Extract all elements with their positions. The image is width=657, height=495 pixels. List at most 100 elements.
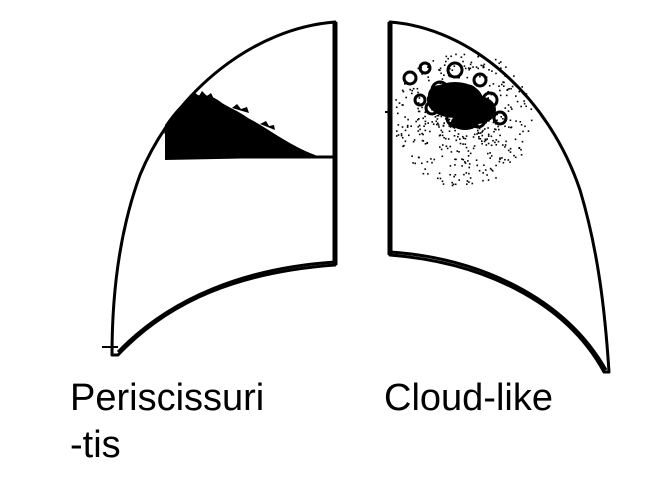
stipple-dot [519, 147, 521, 149]
stipple-dot [440, 178, 442, 180]
stipple-dot [402, 104, 404, 106]
stipple-dot [459, 123, 461, 125]
stipple-dot [422, 134, 424, 136]
stipple-dot [486, 138, 488, 140]
stipple-dot [450, 165, 452, 167]
stipple-dot [480, 138, 482, 140]
stipple-dot [496, 114, 498, 116]
stipple-dot [466, 118, 468, 120]
stipple-dot [482, 172, 484, 174]
stipple-dot [460, 143, 462, 145]
stipple-dot [452, 185, 454, 187]
stipple-dot [467, 160, 469, 162]
stipple-dot [395, 99, 397, 101]
stipple-dot [430, 99, 432, 101]
stipple-dot [425, 130, 427, 132]
stipple-dot [402, 146, 404, 148]
stipple-dot [440, 134, 442, 136]
stipple-dot [448, 99, 450, 101]
stipple-dot [494, 128, 496, 130]
stipple-dot [421, 104, 423, 106]
stipple-dot [519, 91, 521, 93]
stipple-dot [508, 88, 510, 90]
stipple-dot [419, 111, 421, 113]
stipple-dot [483, 112, 485, 114]
stipple-dot [424, 112, 426, 114]
stipple-dot [465, 138, 467, 140]
stipple-dot [456, 103, 458, 105]
stipple-dot [434, 159, 436, 161]
stipple-dot [470, 64, 472, 66]
stipple-dot [443, 74, 445, 76]
stipple-dot [495, 177, 497, 179]
stipple-dot [478, 55, 480, 57]
stipple-dot [468, 150, 470, 152]
stipple-dot [442, 78, 444, 80]
stipple-dot [496, 139, 498, 141]
stipple-dot [437, 178, 439, 180]
stipple-dot [498, 129, 500, 131]
stipple-dot [448, 75, 450, 77]
stipple-dot [443, 183, 445, 185]
stipple-dot [463, 159, 465, 161]
stipple-dot [465, 120, 467, 122]
stipple-dot [486, 76, 488, 78]
stipple-dot [435, 116, 437, 118]
stipple-dot [504, 159, 506, 161]
stipple-dot [481, 106, 483, 108]
stipple-dot [498, 141, 500, 143]
stipple-dot [461, 127, 463, 129]
stipple-dot [504, 126, 506, 128]
stipple-dot [431, 109, 433, 111]
stipple-dot [485, 169, 487, 171]
stipple-dot [480, 126, 482, 128]
stipple-dot [453, 116, 455, 118]
stipple-dot [495, 73, 497, 75]
stipple-dot [404, 116, 406, 118]
stipple-dot [434, 107, 436, 109]
stipple-dot [457, 150, 459, 152]
stipple-dot [461, 91, 463, 93]
stipple-dot [531, 108, 533, 110]
stipple-dot [515, 95, 517, 97]
stipple-dot [505, 107, 507, 109]
stipple-dot [407, 125, 409, 127]
stipple-dot [410, 125, 412, 127]
stipple-dot [479, 85, 481, 87]
left-lung [102, 22, 335, 355]
stipple-dot [425, 123, 427, 125]
stipple-dot [463, 174, 465, 176]
stipple-dot [402, 90, 404, 92]
stipple-dot [468, 173, 470, 175]
stipple-dot [461, 68, 463, 70]
stipple-dot [499, 90, 501, 92]
stipple-dot [450, 108, 452, 110]
stipple-dot [461, 95, 463, 97]
stipple-dot [512, 86, 514, 88]
stipple-dot [491, 155, 493, 157]
stipple-dot [445, 61, 447, 63]
stipple-dot [478, 136, 480, 138]
stipple-dot [418, 68, 420, 70]
stipple-dot [521, 154, 523, 156]
stipple-dot [487, 91, 489, 93]
stipple-dot [441, 149, 443, 151]
stipple-dot [427, 97, 429, 99]
stipple-dot [439, 146, 441, 148]
stipple-dot [462, 136, 464, 138]
stipple-dot [469, 163, 471, 165]
stipple-dot [460, 114, 462, 116]
stipple-dot [425, 143, 427, 145]
stipple-dot [463, 106, 465, 108]
stipple-dot [520, 121, 522, 123]
stipple-dot [461, 102, 463, 104]
stipple-dot [458, 77, 460, 79]
stipple-dot [472, 100, 474, 102]
stipple-dot [457, 136, 459, 138]
stipple-dot [508, 110, 510, 112]
stipple-dot [493, 131, 495, 133]
stipple-dot [468, 67, 470, 69]
stipple-dot [495, 59, 497, 61]
stipple-dot [462, 61, 464, 63]
